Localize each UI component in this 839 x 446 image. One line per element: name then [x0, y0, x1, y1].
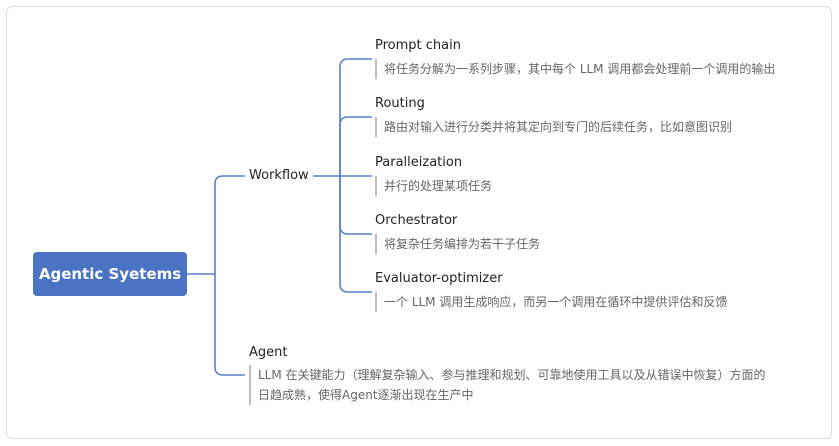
evaluator-optimizer-note-text: 一个 LLM 调用生成响应，而另一个调用在循环中提供评估和反馈 — [384, 295, 728, 309]
edge-workflow-orchestrator — [339, 176, 372, 235]
mindmap-canvas — [6, 6, 832, 439]
prompt-chain-node[interactable]: Prompt chain — [375, 38, 461, 53]
root-label: Agentic Syetems — [38, 265, 182, 283]
prompt-chain-title: Prompt chain — [375, 38, 461, 53]
paralleization-note: 并行的处理某项任务 — [375, 176, 492, 196]
evaluator-optimizer-note: 一个 LLM 调用生成响应，而另一个调用在循环中提供评估和反馈 — [375, 292, 727, 312]
orchestrator-note: 将复杂任务编排为若干子任务 — [375, 234, 540, 254]
workflow-label: Workflow — [249, 168, 309, 183]
paralleization-title: Paralleization — [375, 155, 463, 170]
evaluator-optimizer-title: Evaluator-optimizer — [375, 271, 503, 286]
edge-workflow-evaluator — [339, 176, 372, 293]
root-node[interactable]: Agentic Syetems — [33, 252, 187, 296]
agent-label: Agent — [249, 345, 288, 360]
agent-note-line2: 日趋成熟，使得Agent逐渐出现在生产中 — [258, 388, 474, 402]
edge-root-agent — [214, 274, 245, 376]
prompt-chain-note-text: 将任务分解为一系列步骤，其中每个 LLM 调用都会处理前一个调用的输出 — [384, 62, 776, 76]
routing-note-text: 路由对输入进行分类并将其定向到专门的后续任务，比如意图识别 — [384, 120, 733, 134]
edge-workflow-prompt-chain — [339, 58, 372, 176]
routing-title: Routing — [375, 96, 425, 111]
routing-note: 路由对输入进行分类并将其定向到专门的后续任务，比如意图识别 — [375, 117, 732, 137]
edge-workflow-routing — [339, 116, 372, 176]
agent-note-line1: LLM 在关键能力（理解复杂输入、参与推理和规划、可靠地使用工具以及从错误中恢复… — [258, 368, 766, 382]
prompt-chain-note: 将任务分解为一系列步骤，其中每个 LLM 调用都会处理前一个调用的输出 — [375, 59, 775, 79]
agent-node[interactable]: Agent — [249, 345, 287, 360]
paralleization-note-text: 并行的处理某项任务 — [384, 179, 493, 193]
agent-note: LLM 在关键能力（理解复杂输入、参与推理和规划、可靠地使用工具以及从错误中恢复… — [249, 365, 818, 405]
orchestrator-node[interactable]: Orchestrator — [375, 213, 457, 228]
paralleization-node[interactable]: Paralleization — [375, 155, 462, 170]
evaluator-optimizer-node[interactable]: Evaluator-optimizer — [375, 271, 503, 286]
workflow-node[interactable]: Workflow — [249, 168, 309, 183]
orchestrator-note-text: 将复杂任务编排为若干子任务 — [384, 237, 541, 251]
routing-node[interactable]: Routing — [375, 96, 425, 111]
orchestrator-title: Orchestrator — [375, 213, 458, 228]
edge-root-workflow — [214, 175, 245, 274]
